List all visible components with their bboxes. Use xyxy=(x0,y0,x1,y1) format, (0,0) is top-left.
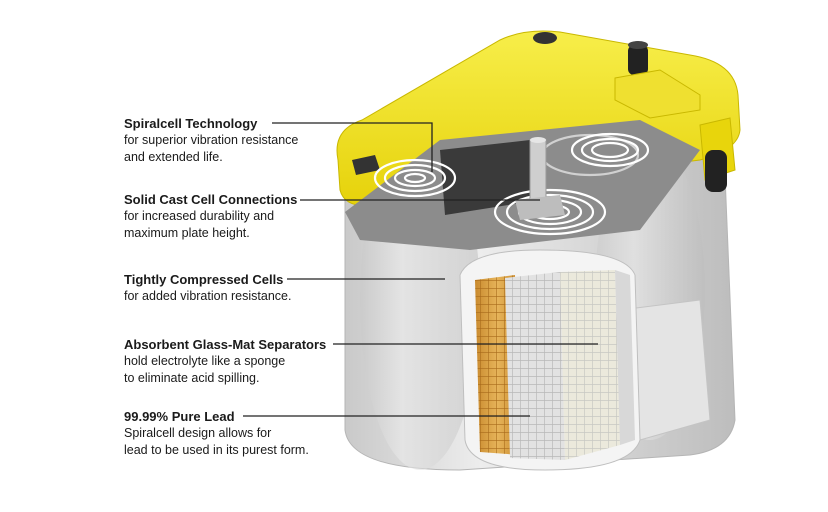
feature-desc-line: hold electrolyte like a sponge xyxy=(124,354,286,368)
leader-lines xyxy=(243,122,598,417)
feature-title: 99.99% Pure Lead xyxy=(124,409,235,424)
feature-cell-connections: Solid Cast Cell Connections for increase… xyxy=(124,192,297,242)
feature-desc-line: lead to be used in its purest form. xyxy=(124,443,309,457)
feature-desc-line: for increased durability and xyxy=(124,209,275,223)
leader-line-spiralcell xyxy=(272,122,433,172)
feature-desc-line: Spiralcell design allows for xyxy=(124,426,272,440)
feature-agm-separators: Absorbent Glass-Mat Separators hold elec… xyxy=(124,337,326,387)
feature-title: Solid Cast Cell Connections xyxy=(124,192,298,207)
feature-title: Absorbent Glass-Mat Separators xyxy=(124,337,327,352)
feature-desc-line: to eliminate acid spilling. xyxy=(124,371,260,385)
feature-title: Spiralcell Technology xyxy=(124,116,258,131)
feature-compressed-cells: Tightly Compressed Cells for added vibra… xyxy=(124,272,291,305)
feature-title: Tightly Compressed Cells xyxy=(124,272,284,287)
feature-spiralcell: Spiralcell Technology for superior vibra… xyxy=(124,116,298,166)
feature-pure-lead: 99.99% Pure Lead Spiralcell design allow… xyxy=(124,409,309,459)
spiralcell-top xyxy=(345,120,700,250)
cutaway-cell xyxy=(459,249,641,471)
feature-desc-line: for added vibration resistance. xyxy=(124,289,292,303)
feature-desc-line: and extended life. xyxy=(124,150,223,164)
feature-desc-line: for superior vibration resistance xyxy=(124,133,299,147)
feature-desc-line: maximum plate height. xyxy=(124,226,250,240)
